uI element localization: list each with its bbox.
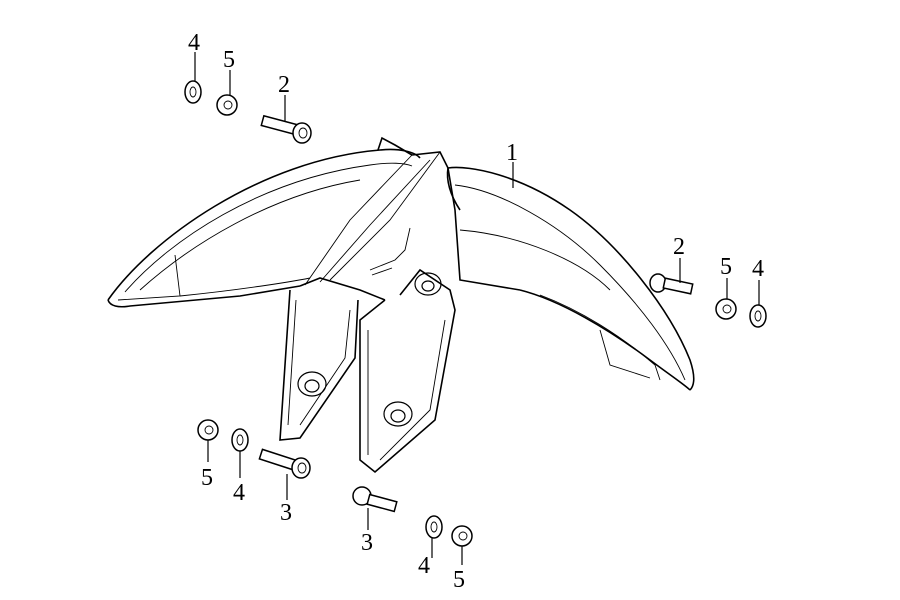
label-grommet-right: 5 xyxy=(720,254,732,280)
label-bolt-center-low: 3 xyxy=(361,530,373,556)
bolt-top xyxy=(260,114,312,144)
bolt-left-low xyxy=(258,448,311,479)
front-fender xyxy=(107,136,695,474)
grommet-left-low xyxy=(197,419,219,441)
label-washer-left-low: 4 xyxy=(233,480,245,506)
bolt-center-low xyxy=(352,486,398,513)
leader-lines xyxy=(194,52,760,565)
washer-left-low xyxy=(231,428,249,452)
grommet-bottom xyxy=(451,525,473,547)
washer-top xyxy=(184,80,202,104)
label-grommet-top: 5 xyxy=(223,47,235,73)
washer-right xyxy=(749,304,767,328)
grommet-right xyxy=(715,298,737,320)
label-washer-bottom: 4 xyxy=(418,553,430,579)
label-washer-right: 4 xyxy=(752,256,764,282)
label-washer-top: 4 xyxy=(188,30,200,56)
label-fender: 1 xyxy=(506,140,518,166)
label-bolt-top: 2 xyxy=(278,72,290,98)
washer-bottom xyxy=(425,515,443,539)
label-bolt-left-low: 3 xyxy=(280,500,292,526)
bolt-right xyxy=(649,273,694,295)
label-grommet-bottom: 5 xyxy=(453,567,465,593)
grommet-top xyxy=(216,94,238,116)
label-bolt-right: 2 xyxy=(673,234,685,260)
label-grommet-left-low: 5 xyxy=(201,465,213,491)
